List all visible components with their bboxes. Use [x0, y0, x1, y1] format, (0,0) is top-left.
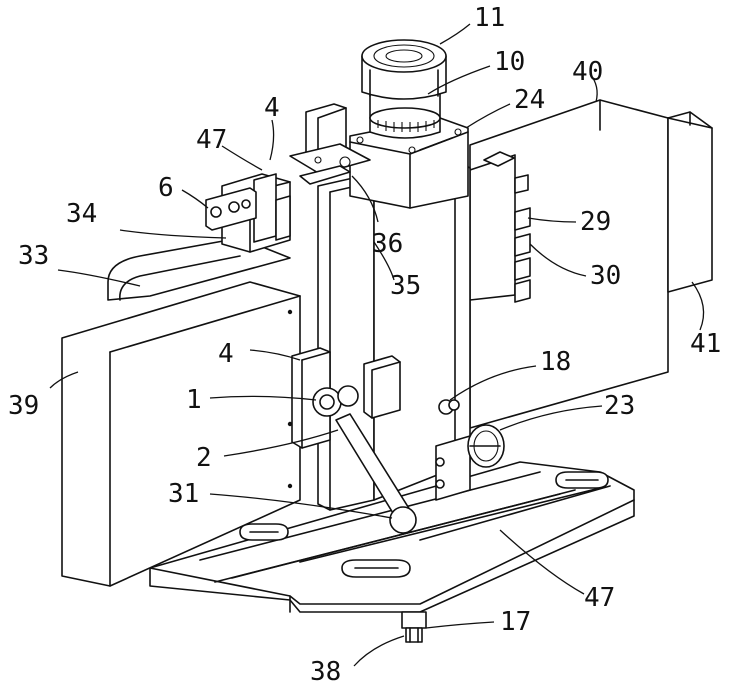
callout-1: 1: [186, 385, 202, 415]
callout-17: 17: [500, 607, 531, 637]
callout-33: 33: [18, 241, 49, 271]
callout-41: 41: [690, 329, 721, 359]
callout-35: 35: [390, 271, 421, 301]
callout-47-upper: 47: [196, 125, 227, 155]
callout-47-lower: 47: [584, 583, 615, 613]
callout-29: 29: [580, 207, 611, 237]
callout-6: 6: [158, 173, 174, 203]
callout-40: 40: [572, 57, 603, 87]
callout-34: 34: [66, 199, 97, 229]
callout-10: 10: [494, 47, 525, 77]
callout-36: 36: [372, 229, 403, 259]
callout-31: 31: [168, 479, 199, 509]
callout-30: 30: [590, 261, 621, 291]
callout-38: 38: [310, 657, 341, 687]
clamp-47-upper: [206, 174, 290, 252]
callout-11: 11: [474, 3, 505, 33]
callout-2: 2: [196, 443, 212, 473]
foot-38: [402, 612, 426, 642]
callout-4-upper: 4: [264, 93, 280, 123]
callout-4-lower: 4: [218, 339, 234, 369]
callout-24: 24: [514, 85, 545, 115]
callout-18: 18: [540, 347, 571, 377]
callout-23: 23: [604, 391, 635, 421]
callout-39: 39: [8, 391, 39, 421]
